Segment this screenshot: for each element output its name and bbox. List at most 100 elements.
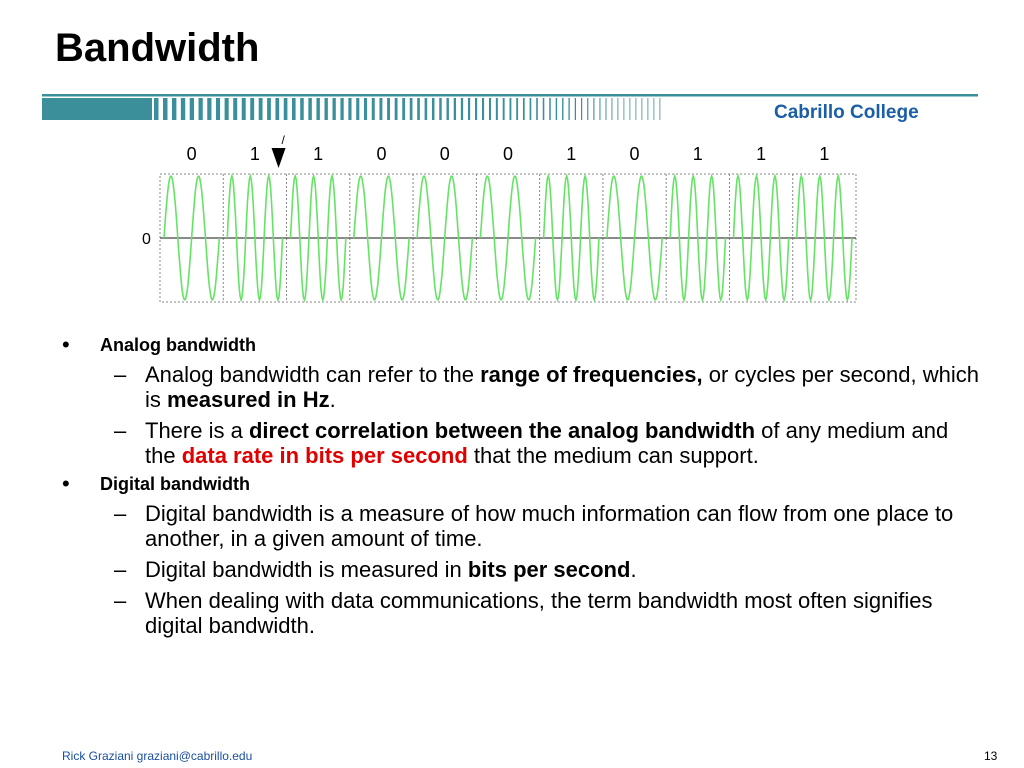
- body-text: of any medium and the: [145, 418, 949, 468]
- banner-stripe: [258, 98, 263, 120]
- bullet-item: –When dealing with data communications, …: [62, 588, 982, 638]
- banner-stripe: [629, 98, 631, 120]
- dash-icon: –: [114, 501, 127, 526]
- banner-stripe: [555, 98, 558, 120]
- page-number: 13: [984, 749, 998, 763]
- banner-stripe: [641, 98, 643, 120]
- banner-stripe: [542, 98, 545, 120]
- body-text: .: [329, 387, 336, 412]
- banner-stripe: [635, 98, 637, 120]
- bit-waveform: [353, 175, 410, 301]
- banner-top-line: [42, 94, 978, 97]
- banner-stripe: [154, 98, 159, 120]
- banner-stripe: [536, 98, 538, 120]
- bullet-item: –There is a direct correlation between t…: [62, 418, 982, 468]
- bit-waveform: [606, 175, 663, 301]
- banner-solid-block: [42, 98, 152, 120]
- banner-stripe: [460, 98, 464, 120]
- body-text: that the medium can support.: [467, 443, 759, 468]
- bit-waveform: [163, 175, 221, 301]
- bullet-icon: •: [62, 471, 70, 496]
- bit-label: 1: [250, 144, 260, 164]
- banner-stripe: [189, 98, 195, 120]
- banner-stripe: [324, 98, 328, 120]
- banner-stripe: [587, 98, 589, 120]
- banner-stripe: [647, 98, 649, 120]
- footer-author: Rick Graziani graziani@cabrillo.edu: [62, 749, 253, 763]
- banner-stripe: [180, 98, 186, 120]
- banner-stripe: [198, 98, 203, 120]
- college-banner: [42, 94, 978, 120]
- banner-stripe: [340, 98, 344, 120]
- banner-stripe: [292, 98, 296, 120]
- banner-stripe: [424, 98, 428, 120]
- banner-stripe: [387, 98, 390, 120]
- bit-waveform: [732, 173, 790, 303]
- banner-stripe: [356, 98, 360, 120]
- banner-stripe: [163, 98, 168, 120]
- section-heading-text: Analog bandwidth: [100, 335, 256, 355]
- banner-stripe: [529, 98, 532, 120]
- banner-stripe: [283, 98, 288, 120]
- bit-waveform: [416, 175, 474, 301]
- banner-stripe: [467, 98, 471, 120]
- dash-icon: –: [114, 557, 127, 582]
- banner-stripe: [549, 98, 551, 120]
- banner-stripe: [599, 98, 601, 120]
- banner-stripe: [574, 98, 577, 120]
- banner-stripe: [562, 98, 564, 120]
- banner-stripe: [316, 98, 320, 120]
- banner-stripe: [605, 98, 607, 120]
- bit-waveform: [542, 173, 600, 303]
- bit-label: 1: [693, 144, 703, 164]
- dash-icon: –: [114, 418, 127, 443]
- banner-stripe: [171, 98, 177, 120]
- banner-stripe: [417, 98, 420, 120]
- banner-stripe: [224, 98, 229, 120]
- pointer-arrow: [271, 148, 286, 168]
- slide-title: Bandwidth: [55, 26, 260, 70]
- dash-icon: –: [114, 362, 127, 387]
- banner-stripe: [568, 98, 570, 120]
- bit-waveform: [795, 173, 853, 303]
- pointer-label: /: [282, 134, 286, 147]
- emphasis-text: bits per second: [467, 557, 631, 582]
- bit-label: 1: [756, 144, 766, 164]
- banner-stripe: [509, 98, 512, 120]
- banner-stripe: [267, 98, 271, 120]
- banner-stripe: [659, 98, 661, 120]
- body-text: or cycles per second, which is: [145, 362, 979, 412]
- banner-stripe: [215, 98, 221, 120]
- emphasis-text: direct correlation between the analog ba…: [248, 418, 756, 443]
- banner-stripe: [488, 98, 491, 120]
- bullet-item: –Analog bandwidth can refer to the range…: [62, 362, 982, 412]
- banner-stripe: [402, 98, 406, 120]
- bit-label: 0: [630, 144, 640, 164]
- banner-stripe: [446, 98, 449, 120]
- banner-stripe: [453, 98, 457, 120]
- body-text: .: [630, 557, 637, 582]
- body-text: When dealing with data communications, t…: [145, 588, 933, 638]
- bit-label: 0: [503, 144, 513, 164]
- bullet-item: –Digital bandwidth is measured in bits p…: [62, 557, 982, 582]
- banner-stripe: [495, 98, 498, 120]
- bit-waveform: [226, 173, 284, 303]
- banner-stripe: [482, 98, 485, 120]
- banner-stripe: [623, 98, 625, 120]
- emphasis-text: measured in Hz: [167, 387, 330, 412]
- body-text: Digital bandwidth is a measure of how mu…: [145, 501, 954, 551]
- banner-stripe: [250, 98, 255, 120]
- section-heading: • Digital bandwidth: [62, 471, 982, 496]
- bit-label: 0: [187, 144, 197, 164]
- banner-stripe: [207, 98, 212, 120]
- banner-stripe: [431, 98, 435, 120]
- bit-waveform: [669, 173, 727, 303]
- banner-stripe: [233, 98, 238, 120]
- section-heading-text: Digital bandwidth: [100, 474, 250, 494]
- bit-label: 1: [313, 144, 323, 164]
- banner-stripe: [502, 98, 505, 120]
- banner-stripe: [394, 98, 398, 120]
- banner-stripe: [617, 98, 619, 120]
- body-text: Digital bandwidth is measured in: [145, 557, 468, 582]
